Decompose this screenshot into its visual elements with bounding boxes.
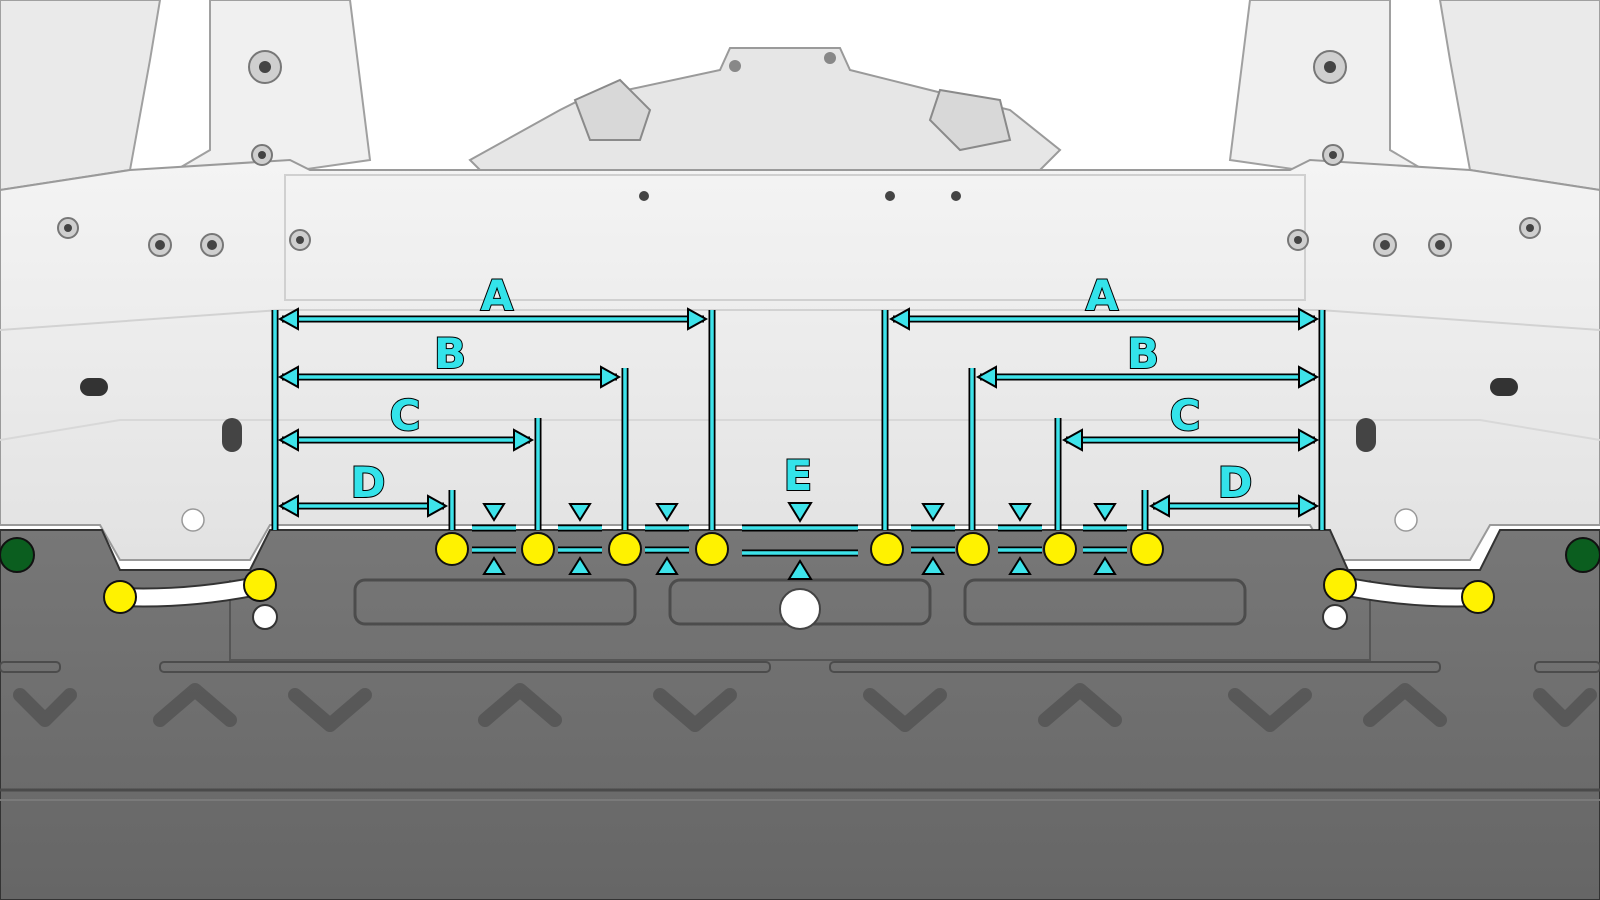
fastener bbox=[243, 568, 277, 602]
fastener bbox=[1130, 532, 1164, 566]
extension-lines bbox=[271, 310, 1326, 530]
fastener-green bbox=[1565, 537, 1600, 573]
fastener bbox=[521, 532, 555, 566]
label-b-left: B bbox=[434, 329, 466, 378]
fastener bbox=[1461, 580, 1495, 614]
fastener bbox=[435, 532, 469, 566]
fastener bbox=[956, 532, 990, 566]
fastener-icon bbox=[0, 532, 1600, 614]
label-e: E bbox=[784, 451, 813, 500]
fastener bbox=[1043, 532, 1077, 566]
label-a-right: A bbox=[1086, 271, 1119, 320]
fastener bbox=[103, 580, 137, 614]
fastener-green bbox=[0, 537, 35, 573]
gap-marker-icon bbox=[472, 502, 1127, 580]
fastener bbox=[695, 532, 729, 566]
label-d-left: D bbox=[351, 458, 386, 507]
dimension-lines bbox=[271, 307, 1326, 580]
fastener bbox=[1323, 568, 1357, 602]
dimension-labels: A B C D E A B C D bbox=[350, 270, 1254, 508]
label-d-right: D bbox=[1218, 458, 1253, 507]
label-b-right: B bbox=[1127, 329, 1159, 378]
arrow-icon bbox=[277, 307, 1320, 518]
fastener bbox=[608, 532, 642, 566]
label-a-left: A bbox=[481, 271, 514, 320]
fastener bbox=[870, 532, 904, 566]
label-c-right: C bbox=[1170, 391, 1201, 440]
label-c-left: C bbox=[390, 391, 421, 440]
body-frame bbox=[0, 0, 1600, 561]
center-hole bbox=[779, 588, 821, 630]
